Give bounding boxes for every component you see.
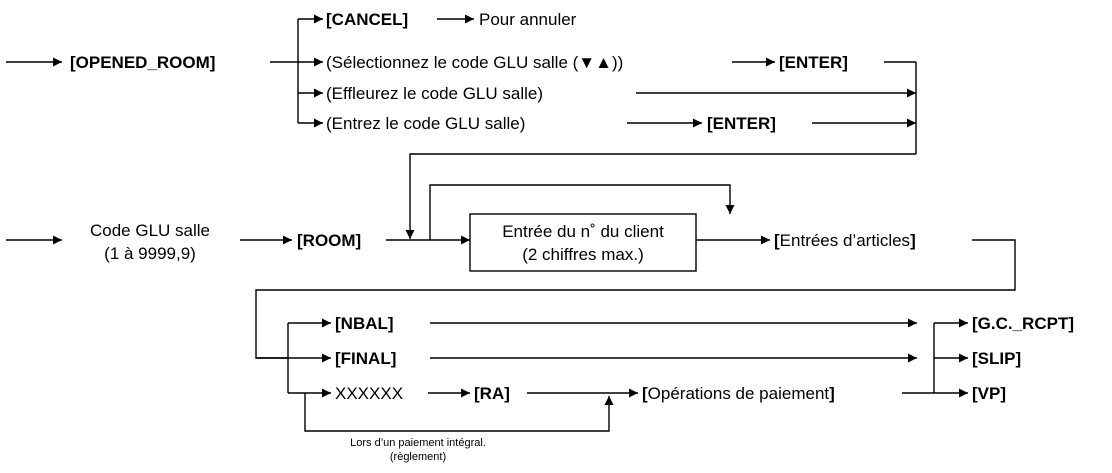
bypass-line <box>429 184 735 240</box>
gc-rcpt-key: [G.C._RCPT] <box>972 314 1074 333</box>
room-key: [ROOM] <box>297 231 361 250</box>
xxxxxx-value: XXXXXX <box>335 384 403 403</box>
nbal-key: [NBAL] <box>335 314 394 333</box>
vp-key: [VP] <box>972 384 1006 403</box>
enter-key-2: [ENTER] <box>707 114 776 133</box>
enter-key-1: [ENTER] <box>779 53 848 72</box>
bracket-open: [ <box>774 231 780 250</box>
code-label-1: Code GLU salle <box>90 221 210 240</box>
item-entries: [Entrées d’articles] <box>774 231 916 250</box>
payment-operations: [Opérations de paiement] <box>642 384 835 403</box>
full-payment-note-1: Lors d’un paiement intégral. <box>350 437 486 449</box>
code-label-2: (1 à 9999,9) <box>104 244 196 263</box>
ra-key: [RA] <box>474 384 510 403</box>
bracket-open: [ <box>642 384 648 403</box>
client-box-line-2: (2 chiffres max.) <box>522 245 644 264</box>
opened-room-key: [OPENED_ROOM] <box>70 53 215 72</box>
client-number-box <box>469 213 697 272</box>
full-payment-bypass <box>304 393 614 432</box>
bracket-close: ] <box>829 384 835 403</box>
item-entries-text: Entrées d’articles <box>780 231 910 250</box>
client-box-line-1: Entrée du n˚ du client <box>502 222 664 241</box>
select-code-text: (Sélectionnez le code GLU salle (▼▲)) <box>326 53 623 72</box>
touch-code-text: (Effleurez le code GLU salle) <box>326 84 543 103</box>
bracket-close: ] <box>910 231 916 250</box>
return-line-1 <box>405 153 916 239</box>
cancel-key: [CANCEL] <box>326 10 408 29</box>
cancel-note: Pour annuler <box>479 10 577 29</box>
type-code-text: (Entrez le code GLU salle) <box>326 114 525 133</box>
slip-key: [SLIP] <box>972 349 1021 368</box>
final-key: [FINAL] <box>335 349 396 368</box>
payment-operations-text: Opérations de paiement <box>648 384 830 403</box>
full-payment-note-2: (règlement) <box>390 451 446 463</box>
